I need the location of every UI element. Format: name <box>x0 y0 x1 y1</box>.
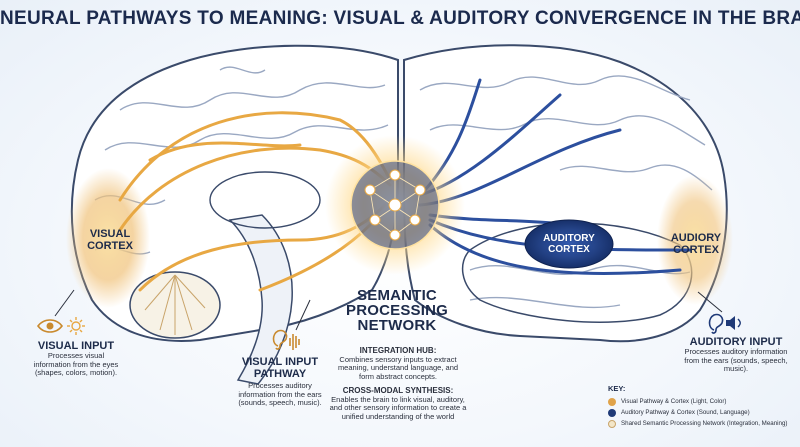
sound-wave-icon <box>289 334 300 350</box>
visual-input-title: VISUAL INPUT <box>37 340 115 352</box>
cross-modal-block: CROSS-MODAL SYNTHESIS: Enables the brain… <box>328 386 468 421</box>
auditory-input-desc: Processes auditory information from the … <box>684 347 788 373</box>
semantic-network-label: SEMANTIC PROCESSING NETWORK <box>345 287 449 334</box>
legend-swatch-shared <box>608 419 616 428</box>
auditory-cortex-outer-region <box>657 175 733 305</box>
legend-label: Auditory Pathway & Cortex (Sound, Langua… <box>621 409 750 416</box>
legend-title: KEY: <box>608 384 626 393</box>
visual-cortex-region <box>66 168 150 308</box>
auditory-cortex-outer-label: AUDIORY CORTEX <box>670 232 722 256</box>
visual-input-block: VISUAL INPUT Processes visual informatio… <box>30 340 122 378</box>
visual-input-pathway-title: VISUAL INPUT PATHWAY <box>241 356 319 380</box>
auditory-cortex-inner-region <box>524 219 614 269</box>
cross-modal-desc: Enables the brain to link visual, audito… <box>329 394 467 421</box>
legend-swatch-auditory <box>608 408 616 417</box>
eye-icon <box>36 319 64 333</box>
visual-input-pathway-block: VISUAL INPUT PATHWAY Processes auditory … <box>232 356 328 408</box>
auditory-input-title: AUDITORY INPUT <box>689 336 783 348</box>
integration-hub-title: INTEGRATION HUB: <box>359 346 437 355</box>
auditory-input-block: AUDITORY INPUT Processes auditory inform… <box>684 336 788 374</box>
speaker-icon <box>726 316 741 330</box>
integration-hub-block: INTEGRATION HUB: Combines sensory inputs… <box>336 346 460 381</box>
legend-item: Visual Pathway & Cortex (Light, Color) <box>608 396 787 407</box>
sun-icon <box>67 317 85 335</box>
cross-modal-title: CROSS-MODAL SYNTHESIS: <box>342 386 454 395</box>
ear-icon <box>272 329 288 350</box>
legend-item: Shared Semantic Processing Network (Inte… <box>608 418 787 429</box>
brain-stem <box>228 214 293 385</box>
legend-item: Auditory Pathway & Cortex (Sound, Langua… <box>608 407 787 418</box>
visual-input-pathway-desc: Processes auditory information from the … <box>238 381 322 407</box>
integration-hub-desc: Combines sensory inputs to extract meani… <box>337 354 459 381</box>
visual-cortex-label: VISUAL CORTEX <box>87 228 133 252</box>
legend-label: Visual Pathway & Cortex (Light, Color) <box>621 398 727 405</box>
legend: KEY: Visual Pathway & Cortex (Light, Col… <box>608 384 787 429</box>
ear-icon <box>708 313 724 334</box>
legend-label: Shared Semantic Processing Network (Inte… <box>621 420 788 427</box>
visual-input-desc: Processes visual information from the ey… <box>33 351 119 377</box>
diagram-title: NEURAL PATHWAYS TO MEANING: VISUAL & AUD… <box>0 8 800 29</box>
legend-swatch-visual <box>608 397 616 406</box>
auditory-cortex-inner-label: AUDITORY CORTEX <box>543 233 595 255</box>
network-node-icon <box>364 169 426 241</box>
leader-lines <box>54 289 723 331</box>
